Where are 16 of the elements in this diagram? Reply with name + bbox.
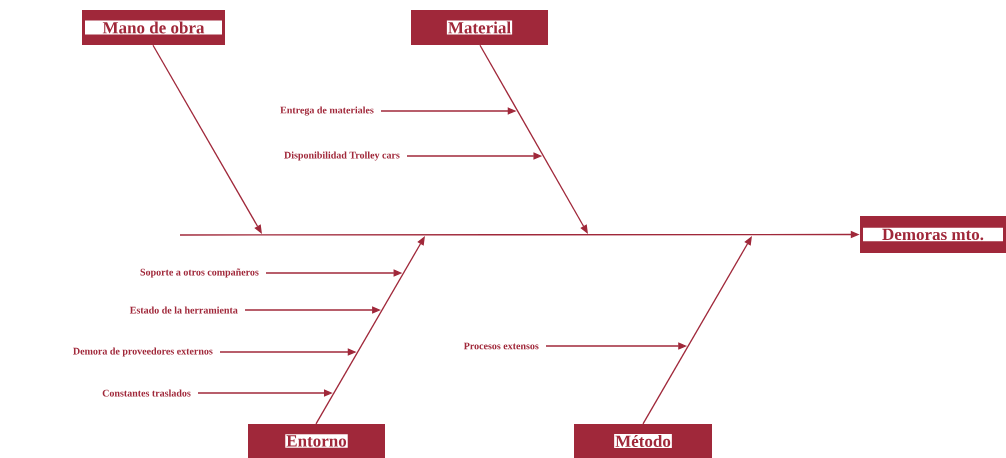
cause-label: Estado de la herramienta [129,306,238,314]
cause-label: Disponibilidad Trolley cars [284,151,400,161]
cause-label: Constantes traslados [102,389,191,397]
cause-label: Procesos extensos [463,342,539,350]
category-box: Método [574,424,712,458]
bone-arrow [642,236,752,425]
category-box: Demoras mto. [860,216,1006,253]
category-box: Mano de obra [82,10,225,45]
bone-arrow [479,44,588,234]
cause-label: Entrega de materiales [280,106,374,116]
category-box: Entorno [248,424,385,458]
bone-arrow [152,44,262,234]
category-box: Material [411,10,548,45]
cause-label: Demora de proveedores externos [73,347,213,357]
cause-label: Soporte a otros compañeros [140,268,259,278]
bone-arrow [315,236,425,425]
